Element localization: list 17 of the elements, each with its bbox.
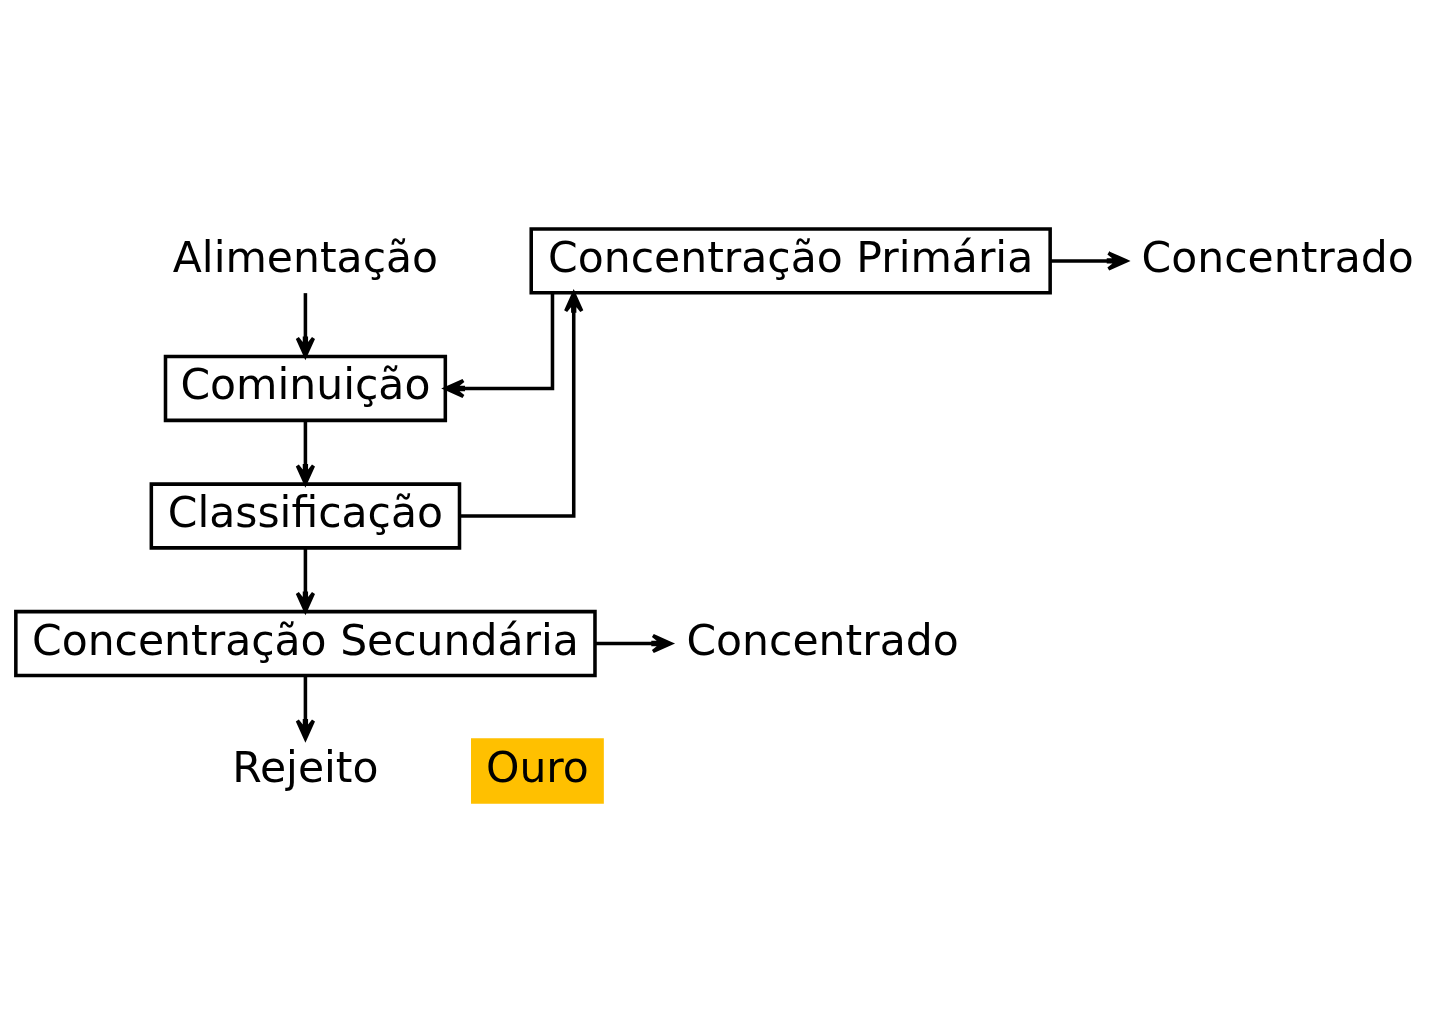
- arrow: [443, 293, 555, 399]
- arrow: [295, 420, 316, 486]
- node-text: Concentrado: [686, 615, 959, 665]
- arrow: [595, 633, 673, 654]
- node-box: Concentração Primária: [529, 227, 1052, 295]
- node-box: Classificação: [149, 482, 462, 550]
- arrow: [295, 548, 316, 613]
- node-box: Concentração Secundária: [14, 609, 597, 678]
- node-text: Concentrado: [1141, 232, 1414, 282]
- arrow: [295, 675, 316, 741]
- arrow: [295, 293, 316, 358]
- arrow: [459, 291, 584, 518]
- node-text: Rejeito: [232, 743, 379, 793]
- node-box: Ouro: [471, 738, 604, 804]
- node-box: Cominuição: [163, 354, 448, 423]
- arrow: [1050, 251, 1128, 271]
- node-text: Alimentação: [172, 232, 439, 282]
